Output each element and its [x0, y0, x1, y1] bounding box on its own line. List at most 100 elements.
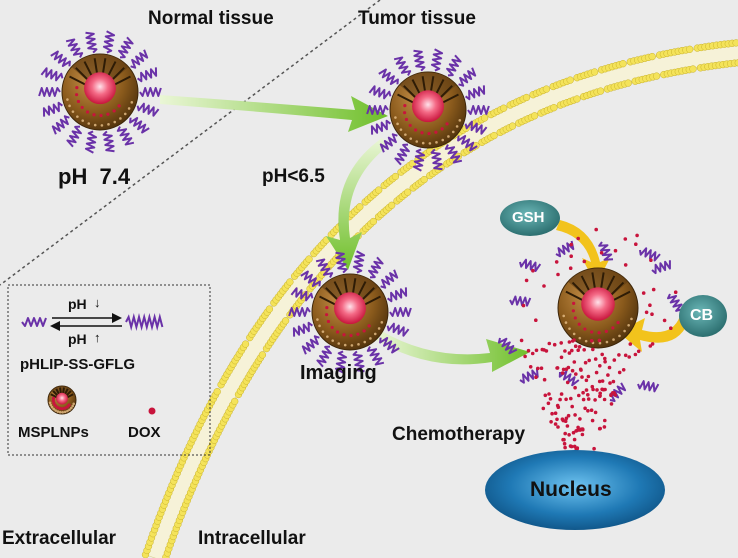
dox-dot	[534, 348, 539, 353]
helix-strand	[125, 313, 164, 331]
dox-dot	[570, 368, 575, 373]
dox-dot	[594, 370, 599, 375]
dox-dot	[636, 349, 641, 354]
dox-dot	[607, 365, 612, 370]
surface-spot	[584, 339, 588, 343]
surface-spot	[377, 327, 381, 330]
nanoparticle-tumor	[366, 48, 490, 172]
dox-dot	[612, 358, 617, 362]
dox-dot	[578, 417, 582, 421]
peptide-strand	[380, 269, 399, 289]
legend-ph-down-label: pH	[68, 296, 87, 312]
peptide-strand	[102, 130, 115, 153]
dox-dot	[600, 379, 605, 383]
dox-dot	[567, 433, 571, 437]
dox-dot	[621, 368, 626, 372]
dox-dot	[524, 278, 529, 283]
dox-dot	[644, 310, 649, 315]
dox-dot	[553, 422, 558, 426]
dox-dot	[539, 366, 544, 371]
dox-dot	[563, 431, 567, 436]
dox-dot	[570, 404, 574, 409]
dox-dot	[560, 371, 565, 375]
surface-spot	[562, 314, 566, 318]
dox-dot	[564, 397, 568, 402]
surface-spot	[618, 334, 621, 338]
surface-spot	[52, 407, 55, 411]
surface-spot	[87, 122, 91, 125]
peptide-strand	[301, 335, 320, 355]
nanoparticle-core	[334, 292, 366, 325]
dox-dot	[597, 379, 602, 384]
dox-dot	[562, 441, 567, 446]
legend-dox-icon	[148, 407, 156, 415]
surface-spot	[455, 125, 459, 128]
peptide-strand	[386, 322, 410, 337]
dox-dot	[559, 392, 564, 396]
dox-dot	[634, 242, 638, 246]
loaded-dox-dot	[571, 309, 575, 313]
loaded-dox-dot	[573, 316, 577, 320]
surface-spot	[458, 119, 462, 122]
peptide-strand	[458, 67, 477, 87]
dox-dot	[583, 406, 587, 411]
surface-spot	[63, 410, 67, 414]
peptide-strand	[464, 120, 488, 135]
surface-spot	[409, 137, 413, 140]
surface-spot	[369, 337, 372, 340]
dox-dot	[572, 360, 577, 364]
dox-dot	[531, 268, 535, 273]
lipid-head	[388, 201, 396, 209]
dox-dot	[586, 409, 590, 413]
legend-peptide-coil-icon	[21, 317, 47, 327]
dox-dot	[573, 413, 577, 417]
surface-spot	[326, 335, 329, 338]
dox-dot	[617, 370, 622, 375]
peptide-strand	[21, 317, 47, 327]
dox-dot	[561, 437, 565, 442]
dox-dot	[591, 387, 595, 392]
dox-dot	[566, 365, 571, 370]
dox-dot	[572, 444, 577, 449]
nanoparticle-normal	[38, 30, 162, 154]
loaded-dox-dot	[324, 313, 329, 317]
peptide-strand	[519, 368, 539, 384]
legend-peptide-helix-icon	[125, 313, 164, 331]
dox-dot	[541, 406, 546, 411]
peptide-strand	[555, 240, 575, 258]
dox-dot	[574, 429, 578, 433]
dox-dot	[567, 340, 572, 344]
lipid-head	[648, 52, 656, 61]
nanoparticle-core	[581, 287, 615, 321]
peptide-strand	[446, 54, 462, 77]
surface-spot	[627, 324, 630, 327]
dox-dot	[598, 394, 602, 398]
dox-dot	[521, 303, 526, 308]
peptide-strand	[335, 251, 348, 274]
dox-dot	[523, 354, 527, 359]
dox-dot	[534, 318, 538, 323]
surface-spot	[68, 408, 71, 412]
lipid-head	[490, 131, 498, 140]
peptide-strand	[378, 68, 399, 85]
cb-label: CB	[690, 307, 714, 324]
dox-dot	[569, 242, 574, 247]
dox-dot	[563, 445, 567, 450]
dox-dot	[590, 384, 595, 389]
dox-dot	[599, 251, 604, 255]
nanoparticle-core	[56, 392, 68, 405]
surface-spot	[70, 406, 73, 410]
lipid-head	[391, 172, 400, 181]
loaded-dox-dot	[117, 104, 121, 108]
dox-dot	[547, 341, 552, 346]
dox-dot	[550, 411, 554, 416]
peptide-strand	[300, 270, 321, 287]
peptide-strand	[667, 293, 685, 312]
cb-badge	[679, 295, 727, 337]
imaging-label: Imaging	[300, 362, 377, 384]
lipid-head	[619, 60, 627, 68]
dox-dot	[593, 357, 598, 361]
lipid-head	[573, 95, 581, 103]
